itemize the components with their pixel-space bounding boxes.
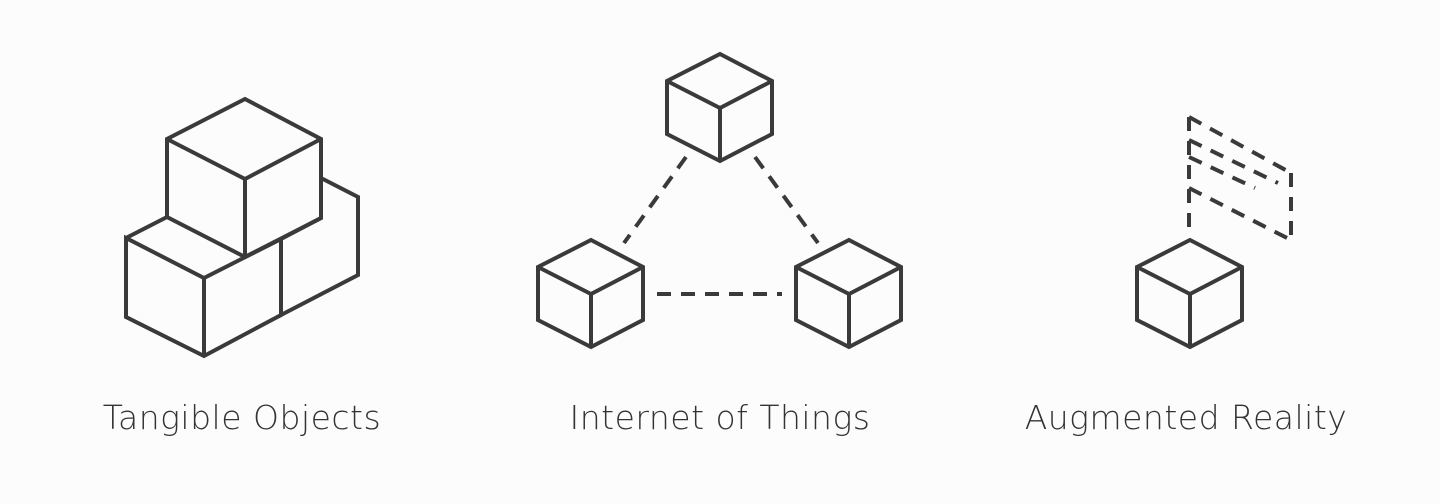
ar-overlay-panel — [1187, 115, 1293, 242]
top-node-cube — [665, 51, 774, 164]
connection-top-right — [753, 155, 820, 245]
right-node-cube — [794, 237, 903, 350]
connection-top-left — [622, 155, 688, 245]
left-node-cube — [536, 237, 645, 350]
connected-cubes-icon — [536, 51, 903, 350]
cube-with-overlay-icon — [1135, 115, 1293, 350]
tangible-objects-label: Tangible Objects — [102, 398, 382, 437]
augmented-reality-label: Augmented Reality — [1024, 398, 1348, 437]
ar-cube — [1135, 237, 1244, 350]
stacked-cubes-icon — [124, 96, 360, 359]
top-cube — [165, 96, 323, 260]
internet-of-things-label: Internet of Things — [569, 398, 871, 437]
